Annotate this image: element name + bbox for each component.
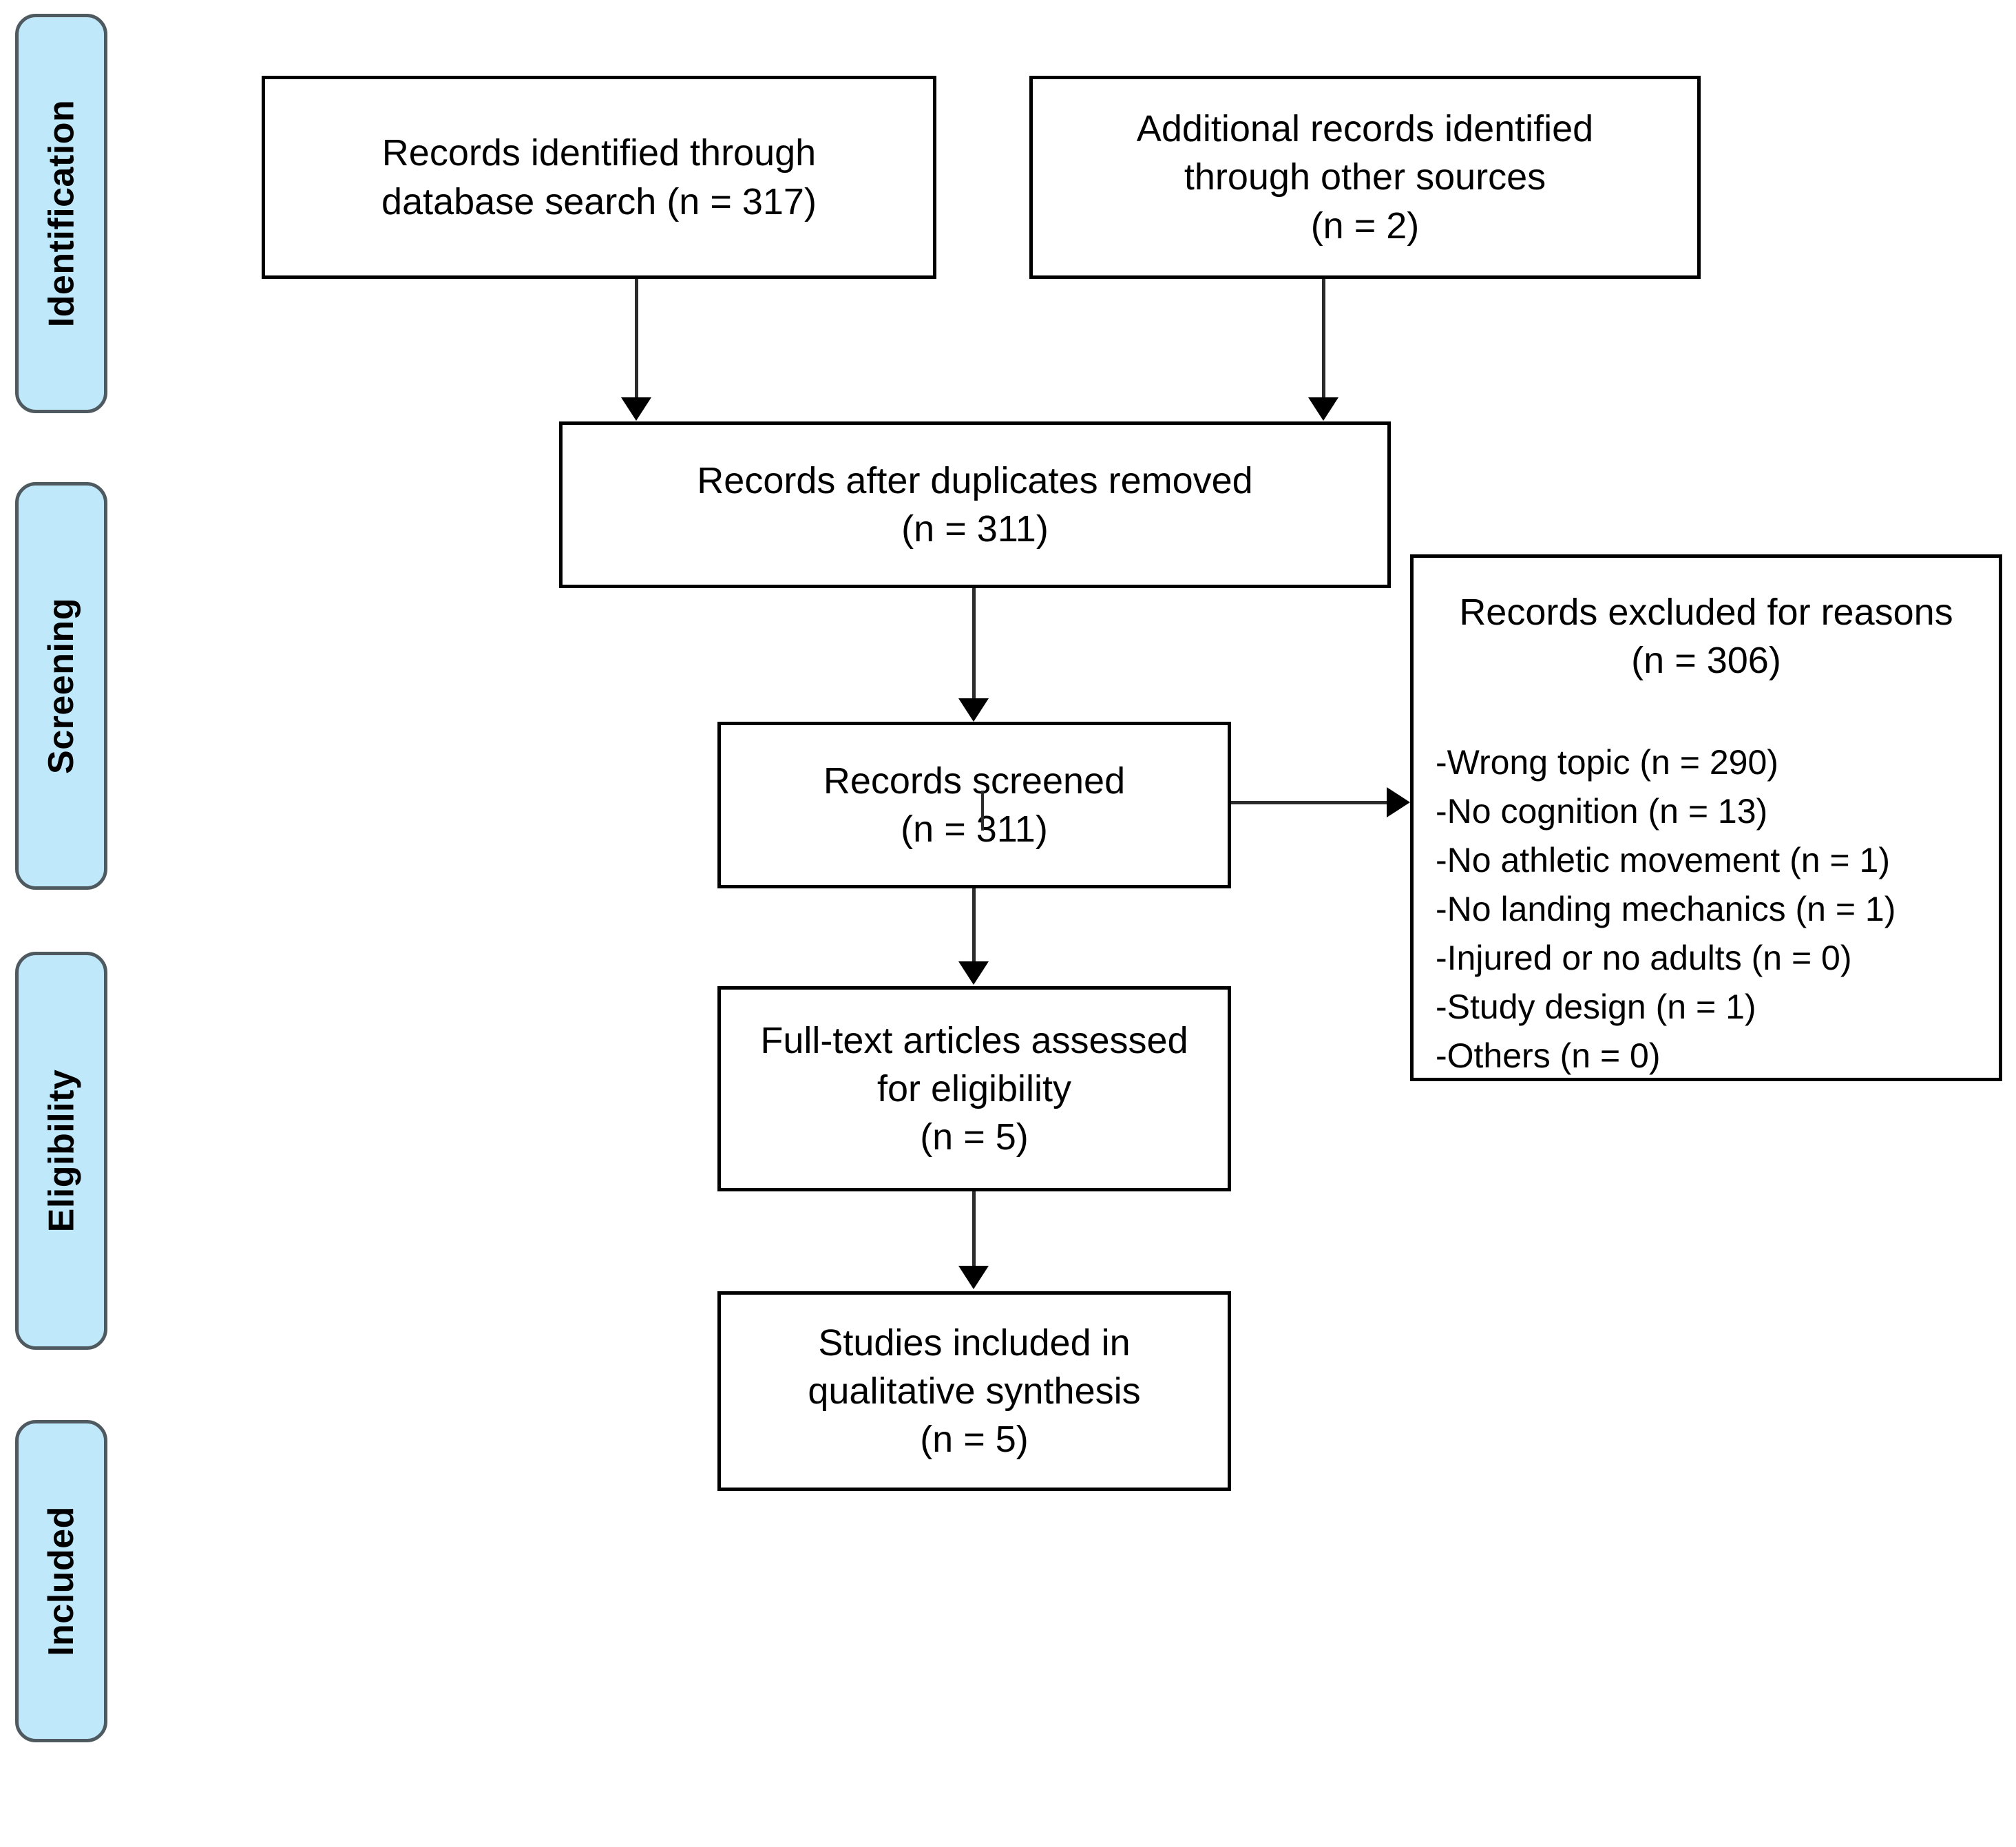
box-additional-records-other-sources-text: Additional records identified through ot… <box>1126 105 1604 250</box>
line-2: (n = 306) <box>1631 640 1781 682</box>
box-additional-records-other-sources: Additional records identified through ot… <box>1029 76 1701 279</box>
stray-connector-artifact <box>981 791 984 831</box>
arrowhead-database-to-duplicates <box>621 397 651 421</box>
box-records-excluded-heading: Records excluded for reasons (n = 306) <box>1427 588 1985 685</box>
line-2: (n = 311) <box>901 508 1049 550</box>
list-item: -No landing mechanics (n = 1) <box>1436 890 1896 929</box>
list-item: -Injured or no adults (n = 0) <box>1436 939 1852 978</box>
arrowhead-other-to-duplicates <box>1308 397 1338 421</box>
box-records-excluded-for-reasons: Records excluded for reasons (n = 306) -… <box>1410 554 2002 1081</box>
connector-database-to-duplicates <box>635 279 638 401</box>
connector-screened-to-excluded <box>1231 801 1388 804</box>
line-2: for eligibility <box>876 1067 1072 1109</box>
connector-fulltext-to-included <box>972 1191 976 1269</box>
connector-other-to-duplicates <box>1322 279 1325 401</box>
line-3: (n = 5) <box>920 1419 1029 1461</box>
stage-identification: Identification <box>15 14 107 413</box>
list-item: -No athletic movement (n = 1) <box>1436 841 1890 880</box>
arrowhead-screened-to-excluded <box>1387 787 1410 817</box>
line-1: Records identified through <box>381 132 817 174</box>
stage-included: Included <box>15 1420 107 1742</box>
line-1: Records after duplicates removed <box>697 459 1253 501</box>
line-2: through other sources <box>1184 156 1546 198</box>
stage-screening: Screening <box>15 482 107 890</box>
line-3: (n = 2) <box>1310 205 1420 247</box>
box-records-after-duplicates-removed: Records after duplicates removed (n = 31… <box>559 421 1391 588</box>
arrowhead-screened-to-fulltext <box>958 961 989 985</box>
box-fulltext-articles-assessed-text: Full-text articles assessed for eligibil… <box>749 1016 1199 1162</box>
arrowhead-fulltext-to-included <box>958 1266 989 1289</box>
box-records-after-duplicates-removed-text: Records after duplicates removed (n = 31… <box>686 457 1263 553</box>
line-1: Records excluded for reasons <box>1459 592 1953 633</box>
line-2: qualitative synthesis <box>808 1370 1141 1412</box>
stage-identification-label: Identification <box>41 99 81 328</box>
line-1: Full-text articles assessed <box>760 1019 1188 1061</box>
list-item: -No cognition (n = 13) <box>1436 792 1768 831</box>
stage-eligibility: Eligibility <box>15 952 107 1350</box>
line-1: Records screened <box>823 760 1126 802</box>
stage-eligibility-label: Eligibility <box>41 1069 82 1233</box>
box-fulltext-articles-assessed: Full-text articles assessed for eligibil… <box>717 986 1231 1191</box>
box-records-identified-database-text: Records identified through database sear… <box>370 129 828 225</box>
connector-duplicates-to-screened <box>972 588 976 702</box>
box-records-screened-text: Records screened (n = 311) <box>812 757 1136 853</box>
list-item: -Wrong topic (n = 290) <box>1436 743 1778 782</box>
stage-included-label: Included <box>41 1506 82 1656</box>
box-records-identified-database: Records identified through database sear… <box>262 76 936 279</box>
line-1: Additional records identified <box>1136 108 1594 150</box>
list-item: -Study design (n = 1) <box>1436 988 1756 1027</box>
box-studies-included-qualitative-synthesis-text: Studies included in qualitative synthesi… <box>797 1319 1151 1464</box>
stage-screening-label: Screening <box>41 598 82 774</box>
exclusion-reasons-list: -Wrong topic (n = 290) -No cognition (n … <box>1436 738 1999 1081</box>
list-item: -Others (n = 0) <box>1436 1036 1661 1076</box>
line-3: (n = 5) <box>920 1116 1029 1158</box>
line-1: Studies included in <box>818 1322 1131 1364</box>
line-2: database search (n = 317) <box>381 180 817 222</box>
box-records-screened: Records screened (n = 311) <box>717 722 1231 888</box>
connector-screened-to-fulltext <box>972 888 976 966</box>
box-studies-included-qualitative-synthesis: Studies included in qualitative synthesi… <box>717 1291 1231 1491</box>
arrowhead-duplicates-to-screened <box>958 698 989 722</box>
line-2: (n = 311) <box>901 808 1048 850</box>
